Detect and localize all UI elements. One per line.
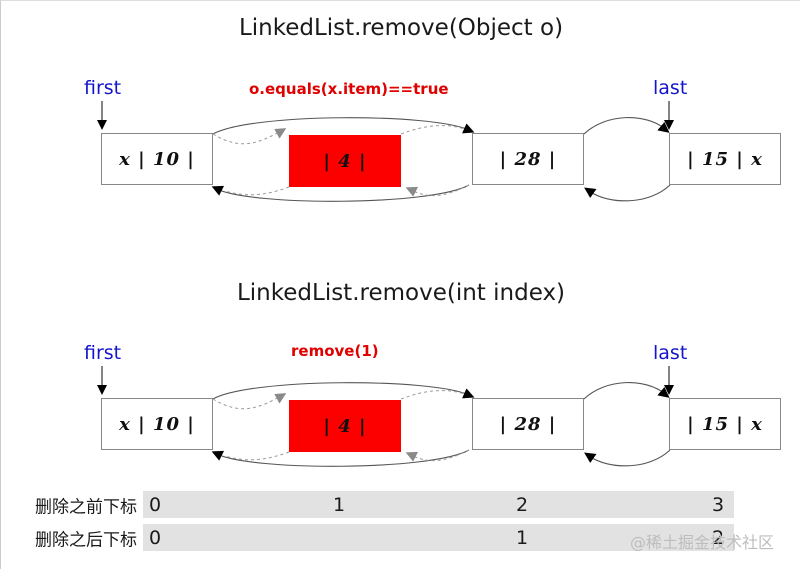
dashed-link-removed-prev-1 (224, 186, 290, 196)
dashed-link-to-removed-top-2 (212, 393, 287, 410)
list-node-text: | 15 | x (687, 148, 763, 170)
index-cell: 3 (712, 493, 725, 516)
diagram-title-2: LinkedList.remove(int index) (236, 280, 566, 306)
list-node-text: x | 10 | (119, 413, 195, 435)
list-node-3: | 15 | x (669, 133, 781, 185)
watermark: @稀土掘金技术社区 (630, 533, 775, 552)
index-row-before: 删除之前下标 0 1 2 3 (35, 491, 734, 518)
list-node-text: | 4 | (323, 150, 367, 172)
bypass-prev-curve-1 (211, 184, 470, 202)
bypass-next-curve-1 (212, 117, 475, 135)
bypass-prev-curve-2 (211, 449, 470, 467)
bypass-next-curve-2 (212, 382, 475, 400)
list-node-3: | 15 | x (669, 398, 781, 450)
list-node-text: | 4 | (323, 415, 367, 437)
annotation-label-1: o.equals(x.item)==true (249, 80, 449, 98)
last-pointer-label-1: last (653, 77, 688, 99)
list-node-0: x | 10 | (101, 133, 213, 185)
index-cell: 2 (712, 526, 725, 549)
index-cell: 2 (516, 493, 529, 516)
index-cell: 1 (516, 526, 529, 549)
index-row-bar (143, 491, 734, 518)
list-node-removed-1: | 4 | (289, 400, 401, 452)
link-prev-4to3-1 (584, 184, 671, 202)
index-cell: 0 (149, 493, 162, 516)
list-node-2: | 28 | (472, 133, 584, 185)
dashed-link-to-removed-top-1 (212, 128, 287, 145)
link-prev-4to3-2 (584, 449, 671, 467)
dashed-link-removed-prev-2 (224, 451, 290, 461)
index-row-bar (143, 524, 734, 551)
link-next-3to4-1 (583, 117, 670, 135)
list-node-2: | 28 | (472, 398, 584, 450)
index-row-label: 删除之前下标 (35, 497, 137, 517)
diagram-title-1: LinkedList.remove(Object o) (238, 15, 564, 41)
annotation-label-2: remove(1) (291, 342, 379, 360)
index-row-label: 删除之后下标 (35, 530, 137, 550)
index-row-after: 删除之后下标 0 1 2 (35, 524, 734, 551)
index-cell: 1 (333, 493, 346, 516)
index-cell: 0 (149, 526, 162, 549)
last-pointer-label-2: last (653, 342, 688, 364)
first-pointer-label-1: first (84, 77, 122, 99)
first-pointer-label-2: first (84, 342, 122, 364)
list-node-0: x | 10 | (101, 398, 213, 450)
dashed-link-removed-next-1 (400, 125, 466, 135)
list-node-removed-1: | 4 | (289, 135, 401, 187)
dashed-link-to-removed-bottom-1 (405, 184, 470, 197)
list-node-text: | 28 | (499, 148, 557, 170)
list-node-text: | 28 | (499, 413, 557, 435)
dashed-link-removed-next-2 (400, 390, 466, 400)
list-node-text: x | 10 | (119, 148, 195, 170)
link-next-3to4-2 (583, 382, 670, 400)
list-node-text: | 15 | x (687, 413, 763, 435)
dashed-link-to-removed-bottom-2 (405, 449, 470, 462)
